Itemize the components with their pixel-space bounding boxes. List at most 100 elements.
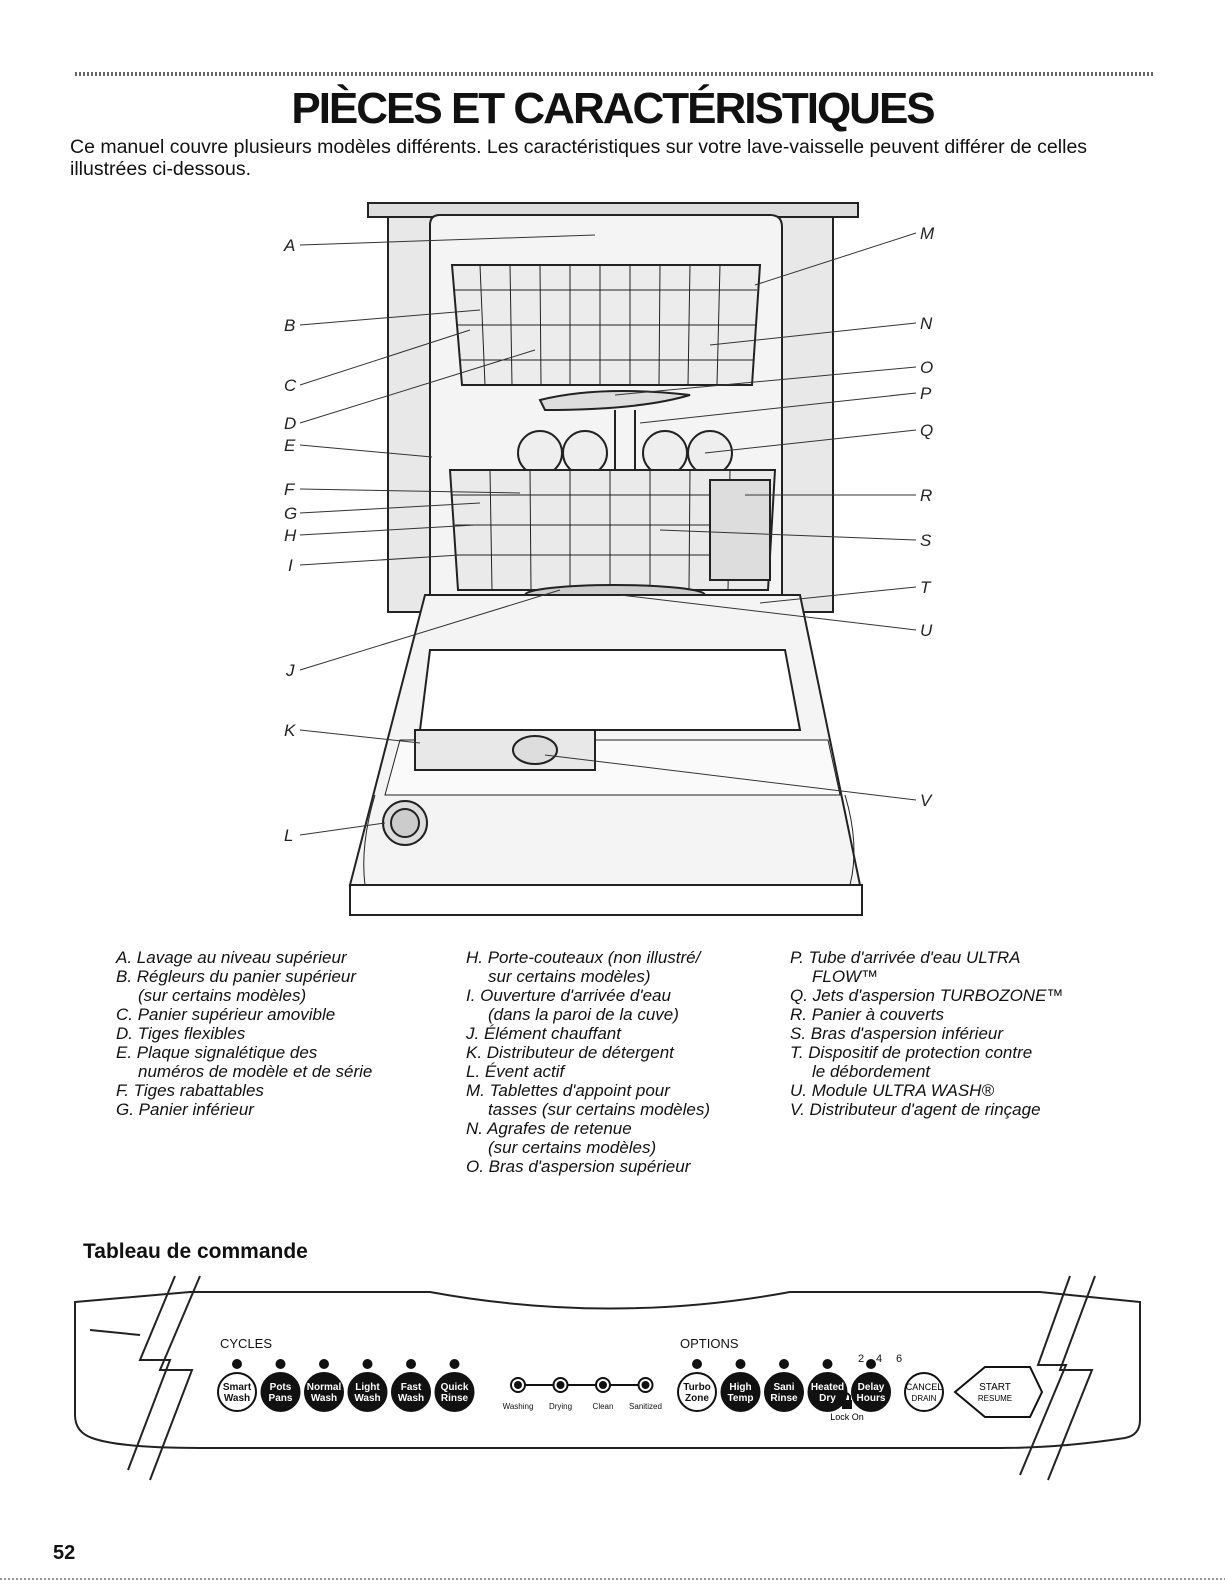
legend-column-2: H. Porte-couteaux (non illustré/ sur cer… <box>466 948 710 1176</box>
callout-h: H <box>284 526 297 545</box>
legend-item-cont: numéros de modèle et de série <box>138 1062 373 1081</box>
button-label: Wash <box>354 1393 380 1404</box>
legend-item: Q. Jets d'aspersion TURBOZONE™ <box>790 986 1064 1005</box>
status-label: Washing <box>503 1402 534 1411</box>
legend-item: V. Distributeur d'agent de rinçage <box>790 1100 1041 1119</box>
legend-item-cont: (sur certains modèles) <box>138 986 307 1005</box>
callout-r: R <box>920 486 932 505</box>
callout-l: L <box>284 826 293 845</box>
button-label: Normal <box>307 1382 342 1393</box>
callout-i: I <box>288 556 293 575</box>
status-indicator-clean: Clean <box>593 1377 614 1411</box>
button-label: Pans <box>269 1393 293 1404</box>
callout-d: D <box>284 414 296 433</box>
callout-o: O <box>920 358 933 377</box>
legend-item-cont: sur certains modèles) <box>488 967 651 986</box>
delay-hour-6: 6 <box>896 1353 902 1365</box>
legend-item: U. Module ULTRA WASH® <box>790 1081 994 1100</box>
dishwasher-diagram: A B C D E F G H I J K L M N O P Q R S T … <box>283 202 935 916</box>
button-label: Dry <box>819 1393 836 1404</box>
legend-item: N. Agrafes de retenue <box>466 1119 632 1138</box>
legend-item: D. Tiges flexibles <box>116 1024 246 1043</box>
callout-b: B <box>284 316 295 335</box>
callout-g: G <box>284 504 297 523</box>
top-rule <box>75 72 1155 76</box>
legend-column-3: P. Tube d'arrivée d'eau ULTRA FLOW™ Q. J… <box>790 948 1063 1119</box>
callout-s: S <box>920 531 932 550</box>
callout-u: U <box>920 621 933 640</box>
indicator-led <box>866 1359 876 1369</box>
legend-item: L. Évent actif <box>466 1062 565 1081</box>
button-label: Smart <box>223 1382 252 1393</box>
button-label: High <box>729 1382 751 1393</box>
legend-item: T. Dispositif de protection contre <box>790 1043 1033 1062</box>
bottom-rule <box>0 1578 1225 1580</box>
callout-k: K <box>284 721 296 740</box>
lock-on-label: Lock On <box>830 1412 864 1422</box>
callout-c: C <box>284 376 297 395</box>
indicator-led <box>779 1359 789 1369</box>
button-label: Wash <box>398 1393 424 1404</box>
callout-e: E <box>284 436 296 455</box>
drain-label: DRAIN <box>912 1394 937 1403</box>
indicator-led <box>319 1359 329 1369</box>
button-label: Zone <box>685 1393 709 1404</box>
button-label: Delay <box>858 1382 885 1393</box>
indicator-led <box>362 1359 373 1369</box>
indicator-led <box>449 1359 460 1369</box>
button-label: Turbo <box>683 1382 711 1393</box>
indicator-led <box>735 1359 746 1369</box>
legend-item: B. Régleurs du panier supérieur <box>116 967 357 986</box>
callout-m: M <box>920 224 935 243</box>
page-title: PIÈCES ET CARACTÉRISTIQUES <box>291 84 935 133</box>
legend-item: K. Distributeur de détergent <box>466 1043 674 1062</box>
legend-item-cont: (dans la paroi de la cuve) <box>488 1005 679 1024</box>
callout-q: Q <box>920 421 933 440</box>
legend-column-1: A. Lavage au niveau supérieur B. Régleur… <box>116 948 372 1119</box>
control-panel-heading: Tableau de commande <box>83 1240 308 1263</box>
lock-icon <box>842 1392 852 1409</box>
status-label: Sanitized <box>629 1402 662 1411</box>
button-label: Fast <box>401 1382 422 1393</box>
status-indicator-drying: Drying <box>549 1377 572 1411</box>
delay-hour-2: 2 <box>858 1353 864 1365</box>
callout-v: V <box>920 791 933 810</box>
button-label: Temp <box>728 1393 754 1404</box>
cancel-label: CANCEL <box>906 1382 943 1392</box>
button-label: Quick <box>441 1382 469 1393</box>
status-label: Drying <box>549 1402 572 1411</box>
status-label: Clean <box>593 1402 614 1411</box>
cancel-drain-button[interactable]: CANCEL DRAIN <box>904 1372 944 1412</box>
callout-j: J <box>285 661 295 680</box>
button-label: Heated <box>811 1382 844 1393</box>
indicator-led <box>275 1359 286 1369</box>
start-label: START <box>979 1382 1011 1393</box>
button-label: Sani <box>773 1382 794 1393</box>
callout-t: T <box>920 578 932 597</box>
legend-item: E. Plaque signalétique des <box>116 1043 318 1062</box>
legend-item: M. Tablettes d'appoint pour <box>466 1081 670 1100</box>
legend-item: P. Tube d'arrivée d'eau ULTRA <box>790 948 1021 967</box>
resume-label: RESUME <box>978 1394 1012 1403</box>
status-indicator-washing: Washing <box>503 1377 534 1411</box>
page-number: 52 <box>53 1542 76 1564</box>
callout-f: F <box>284 480 296 499</box>
indicator-led <box>692 1359 702 1369</box>
button-label: Rinse <box>441 1393 469 1404</box>
start-resume-button[interactable]: START RESUME <box>953 1366 1044 1418</box>
callout-a: A <box>283 236 295 255</box>
indicator-led <box>822 1359 833 1369</box>
button-label: Light <box>355 1382 380 1393</box>
status-indicator-sanitized: Sanitized <box>629 1377 662 1411</box>
